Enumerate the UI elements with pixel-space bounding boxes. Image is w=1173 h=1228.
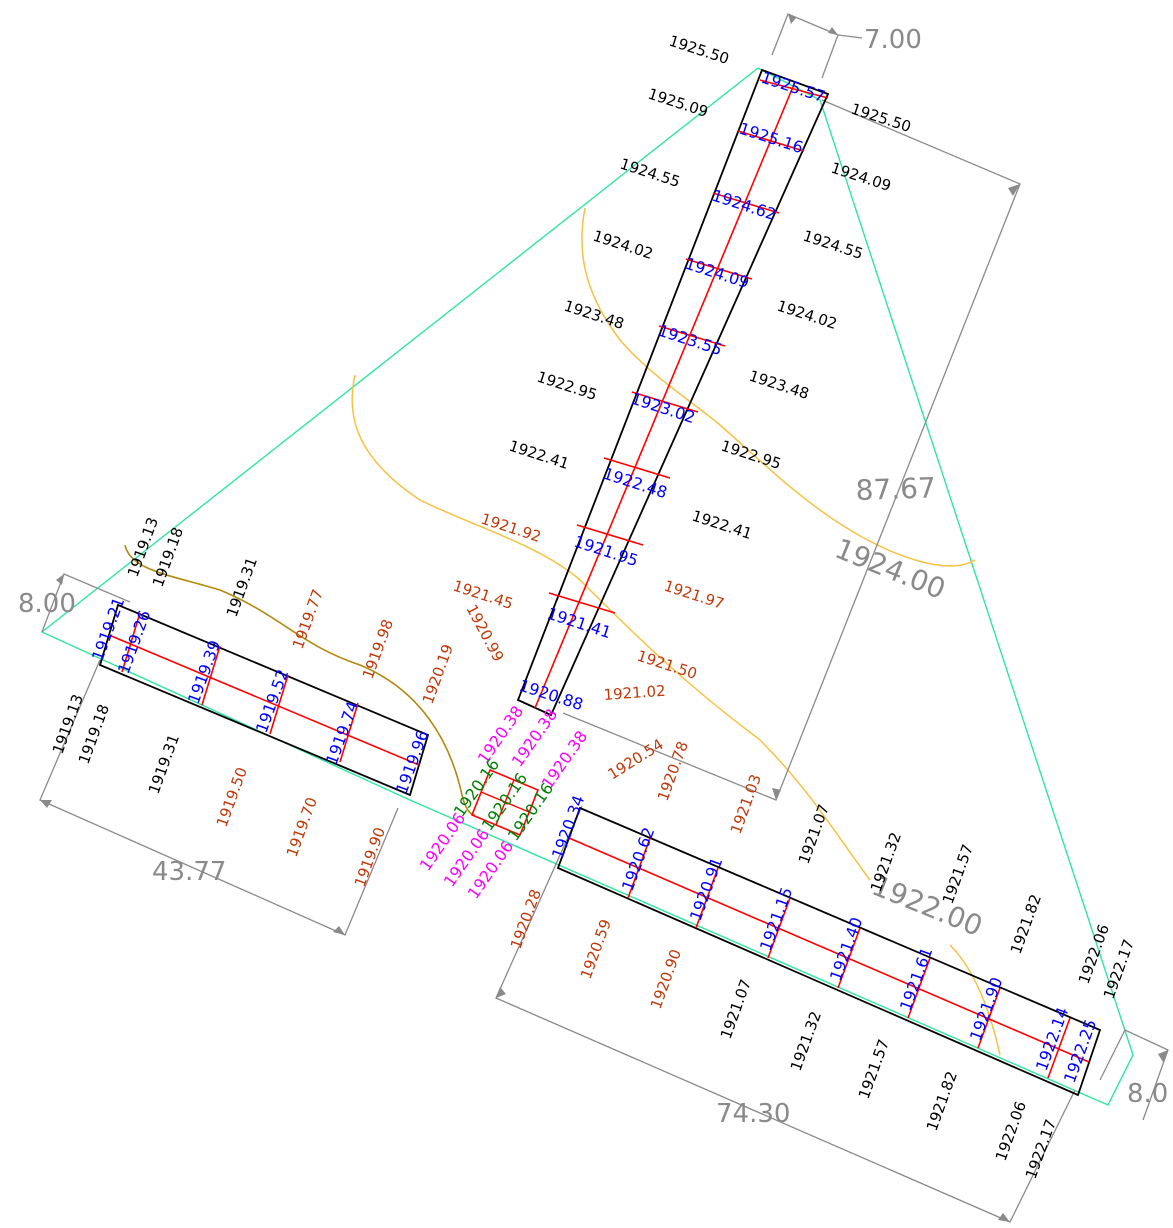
elev-label: 1925.50 bbox=[849, 100, 914, 136]
design-elev-label: 1921.40 bbox=[826, 915, 866, 984]
design-elev-label: 1925.16 bbox=[737, 119, 806, 158]
elev-label: 1920.59 bbox=[577, 917, 615, 981]
elev-label: 1924.09 bbox=[829, 159, 894, 195]
elev-label: 1921.82 bbox=[923, 1069, 961, 1133]
elev-label: 1922.95 bbox=[719, 437, 784, 473]
dim-left-width: 8.00 bbox=[18, 589, 76, 619]
elev-label: 1922.41 bbox=[690, 507, 755, 543]
dim-right-width: 8.0 bbox=[1127, 1079, 1168, 1109]
elev-label: 1923.48 bbox=[747, 367, 812, 403]
elev-label: 1919.98 bbox=[359, 617, 397, 681]
dim-right-length: 74.30 bbox=[716, 1099, 790, 1129]
design-elev-label: 1920.91 bbox=[686, 855, 726, 924]
left-elevations: 1919.13 1919.18 1919.31 1919.13 1919.18 … bbox=[49, 515, 261, 796]
design-elev-label: 1920.88 bbox=[517, 676, 586, 715]
design-elev-label: 1921.61 bbox=[896, 945, 936, 1014]
design-elev-label: 1919.52 bbox=[252, 667, 292, 736]
design-elev-label: 1923.55 bbox=[656, 321, 725, 360]
elev-label: 1925.09 bbox=[646, 85, 711, 121]
design-elev-label: 1925.57 bbox=[759, 68, 828, 107]
dimension-lines bbox=[39, 13, 1169, 1223]
elev-label: 1925.50 bbox=[667, 32, 732, 68]
elev-label: 1920.19 bbox=[419, 642, 457, 706]
elev-label: 1919.31 bbox=[145, 732, 183, 796]
contour-line-dark bbox=[124, 544, 476, 816]
design-elev-label: 1919.74 bbox=[322, 699, 362, 768]
elev-label: 1922.17 bbox=[1022, 1117, 1060, 1181]
left-strip bbox=[98, 603, 430, 797]
design-elev-label: 1923.02 bbox=[629, 389, 698, 428]
elev-label: 1921.82 bbox=[1007, 892, 1045, 956]
elev-label: 1921.92 bbox=[479, 510, 544, 546]
elev-label: 1921.57 bbox=[939, 842, 977, 906]
design-elev-label: 1924.09 bbox=[683, 254, 752, 293]
elev-label: 1919.90 bbox=[351, 825, 389, 889]
elev-label: 1921.97 bbox=[662, 577, 727, 613]
top-strip bbox=[516, 68, 830, 717]
design-elev-label: 1922.48 bbox=[601, 464, 670, 503]
dimension-arrows bbox=[40, 14, 1168, 1222]
elev-label: 1922.95 bbox=[535, 368, 600, 404]
design-elev-label: 1920.62 bbox=[618, 825, 658, 894]
elev-label: 1922.06 bbox=[992, 1099, 1030, 1163]
elev-label: 1921.07 bbox=[795, 802, 833, 866]
design-elev-label: 1919.39 bbox=[184, 638, 224, 707]
elev-label: 1922.41 bbox=[507, 437, 572, 473]
elev-label: 1921.02 bbox=[603, 682, 666, 704]
elev-label: 1919.50 bbox=[213, 765, 251, 829]
right-strip bbox=[556, 806, 1102, 1097]
elev-label: 1919.31 bbox=[223, 555, 261, 619]
elev-label: 1919.70 bbox=[283, 795, 321, 859]
elev-label: 1924.02 bbox=[775, 297, 840, 333]
dim-left-length: 43.77 bbox=[152, 857, 226, 887]
elev-label: 1921.50 bbox=[635, 647, 700, 683]
elev-label: 1921.32 bbox=[787, 1009, 825, 1073]
contour-1924-label: 1924.00 bbox=[830, 532, 950, 606]
junction-box bbox=[470, 768, 540, 837]
elev-label: 1923.48 bbox=[562, 297, 627, 333]
elev-label: 1921.57 bbox=[855, 1037, 893, 1101]
elev-label: 1924.55 bbox=[801, 227, 866, 263]
contour-lines bbox=[351, 207, 1001, 1056]
design-elev-label: 1924.62 bbox=[710, 186, 779, 225]
elev-label: 1920.90 bbox=[647, 947, 685, 1011]
elev-label: 1919.77 bbox=[289, 587, 327, 651]
elev-label: 1921.07 bbox=[717, 977, 755, 1041]
dim-top-width: 7.00 bbox=[864, 25, 922, 55]
elev-label: 1924.02 bbox=[591, 227, 656, 263]
design-elev-label: 1921.90 bbox=[966, 975, 1006, 1044]
elev-label: 1924.55 bbox=[618, 155, 683, 191]
junction-green-elevations: 1920.16 1920.16 1920.16 bbox=[450, 755, 558, 844]
elev-label: 1920.99 bbox=[462, 601, 507, 664]
design-elev-label: 1920.34 bbox=[548, 793, 588, 862]
design-elev-label: 1919.96 bbox=[392, 728, 432, 797]
dim-top-length: 87.67 bbox=[855, 471, 936, 507]
elev-label: 1921.45 bbox=[451, 577, 516, 613]
elev-label: 1920.28 bbox=[507, 887, 545, 951]
design-elev-label: 1921.15 bbox=[756, 885, 796, 954]
